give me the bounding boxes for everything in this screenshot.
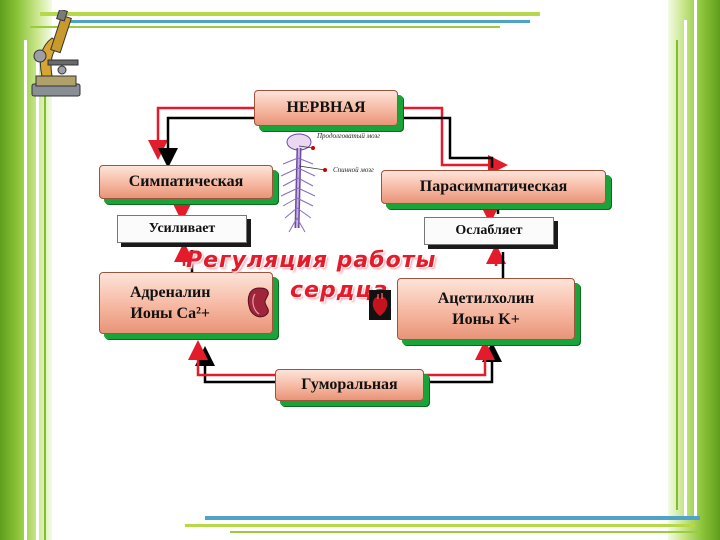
frame-line [44, 80, 46, 540]
calcium-ions-label: Ионы Ca²+ [130, 305, 211, 322]
increases-box: Усиливает [117, 215, 247, 243]
weakens-label: Ослабляет [455, 223, 523, 238]
bottom-line [185, 524, 695, 527]
parasympathetic-box: Парасимпатическая [381, 170, 606, 204]
frame-line [694, 0, 697, 520]
nervous-label: НЕРВНАЯ [286, 99, 366, 116]
frame-line [684, 20, 687, 520]
potassium-ions-label: Ионы K+ [452, 311, 520, 328]
humoral-label: Гуморальная [301, 376, 398, 393]
acetylcholine-label: Ацетилхолин [437, 290, 535, 307]
label-medulla: Продолговатый мозг [317, 132, 380, 140]
adrenaline-label: Адреналин [130, 284, 211, 301]
frame-line [24, 40, 27, 540]
nervous-system-figure: Продолговатый мозг Спинной мозг [275, 128, 390, 240]
sympathetic-box: Симпатическая [99, 165, 273, 199]
top-line [30, 26, 500, 28]
weakens-box: Ослабляет [424, 217, 554, 245]
sympathetic-label: Симпатическая [128, 173, 244, 190]
increases-label: Усиливает [148, 221, 216, 236]
nervous-system-icon [280, 133, 327, 233]
frame-line [676, 40, 678, 510]
kidney-icon [247, 287, 269, 318]
nervous-regulation-box: НЕРВНАЯ [254, 90, 398, 126]
diagram-title-line2: сердца [290, 278, 389, 303]
diagram-title-line1: Регуляция работы [186, 248, 437, 273]
adrenaline-box: Адреналин Ионы Ca²+ [99, 272, 273, 334]
heart-icon [369, 290, 391, 320]
parasympathetic-label: Парасимпатическая [419, 178, 568, 195]
frame-line [36, 60, 39, 540]
top-line [70, 20, 530, 23]
microscope-icon [31, 10, 81, 97]
top-line [40, 12, 540, 16]
label-spinal-cord: Спинной мозг [333, 166, 374, 174]
humoral-box: Гуморальная [275, 369, 424, 401]
bottom-line [230, 531, 700, 533]
bottom-line [205, 516, 700, 520]
acetylcholine-box: Ацетилхолин Ионы K+ [397, 278, 575, 340]
